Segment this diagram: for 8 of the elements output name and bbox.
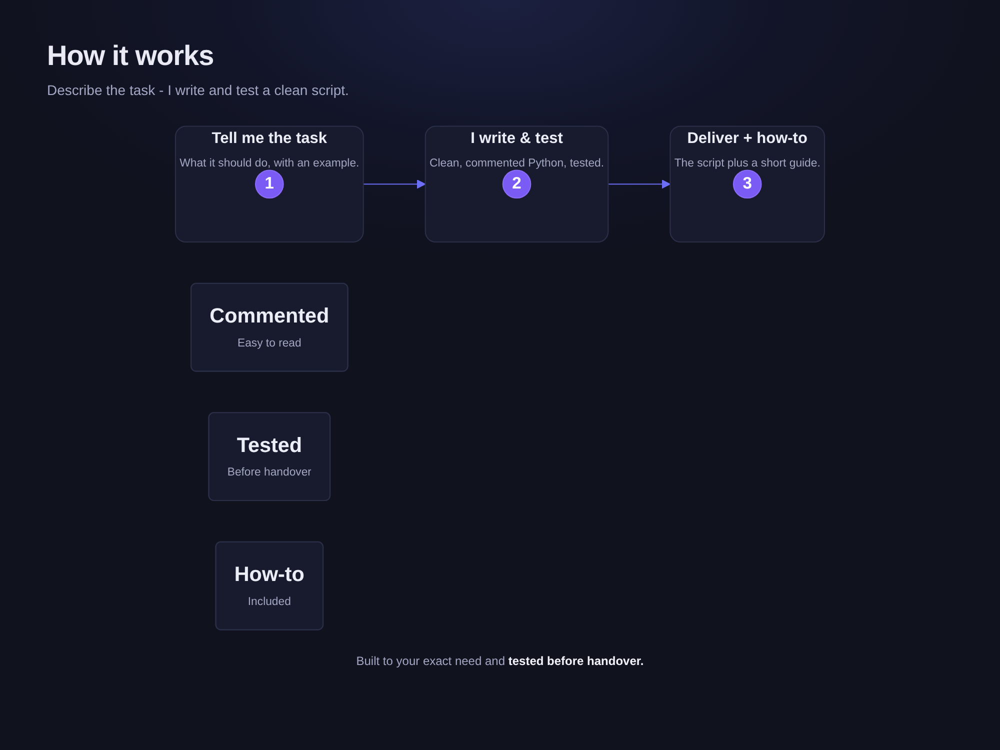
node-circle: 1 [254, 170, 284, 199]
node-circle: 3 [732, 170, 762, 199]
arrow [608, 180, 671, 189]
subtitle-text: Describe the task - I write and test a clean script. [47, 82, 349, 98]
page-title: How it works [47, 40, 214, 72]
node-circle: 2 [502, 170, 532, 199]
arrow [363, 180, 426, 189]
caption-text: Built to your exact need and tested before handover. [356, 654, 644, 668]
